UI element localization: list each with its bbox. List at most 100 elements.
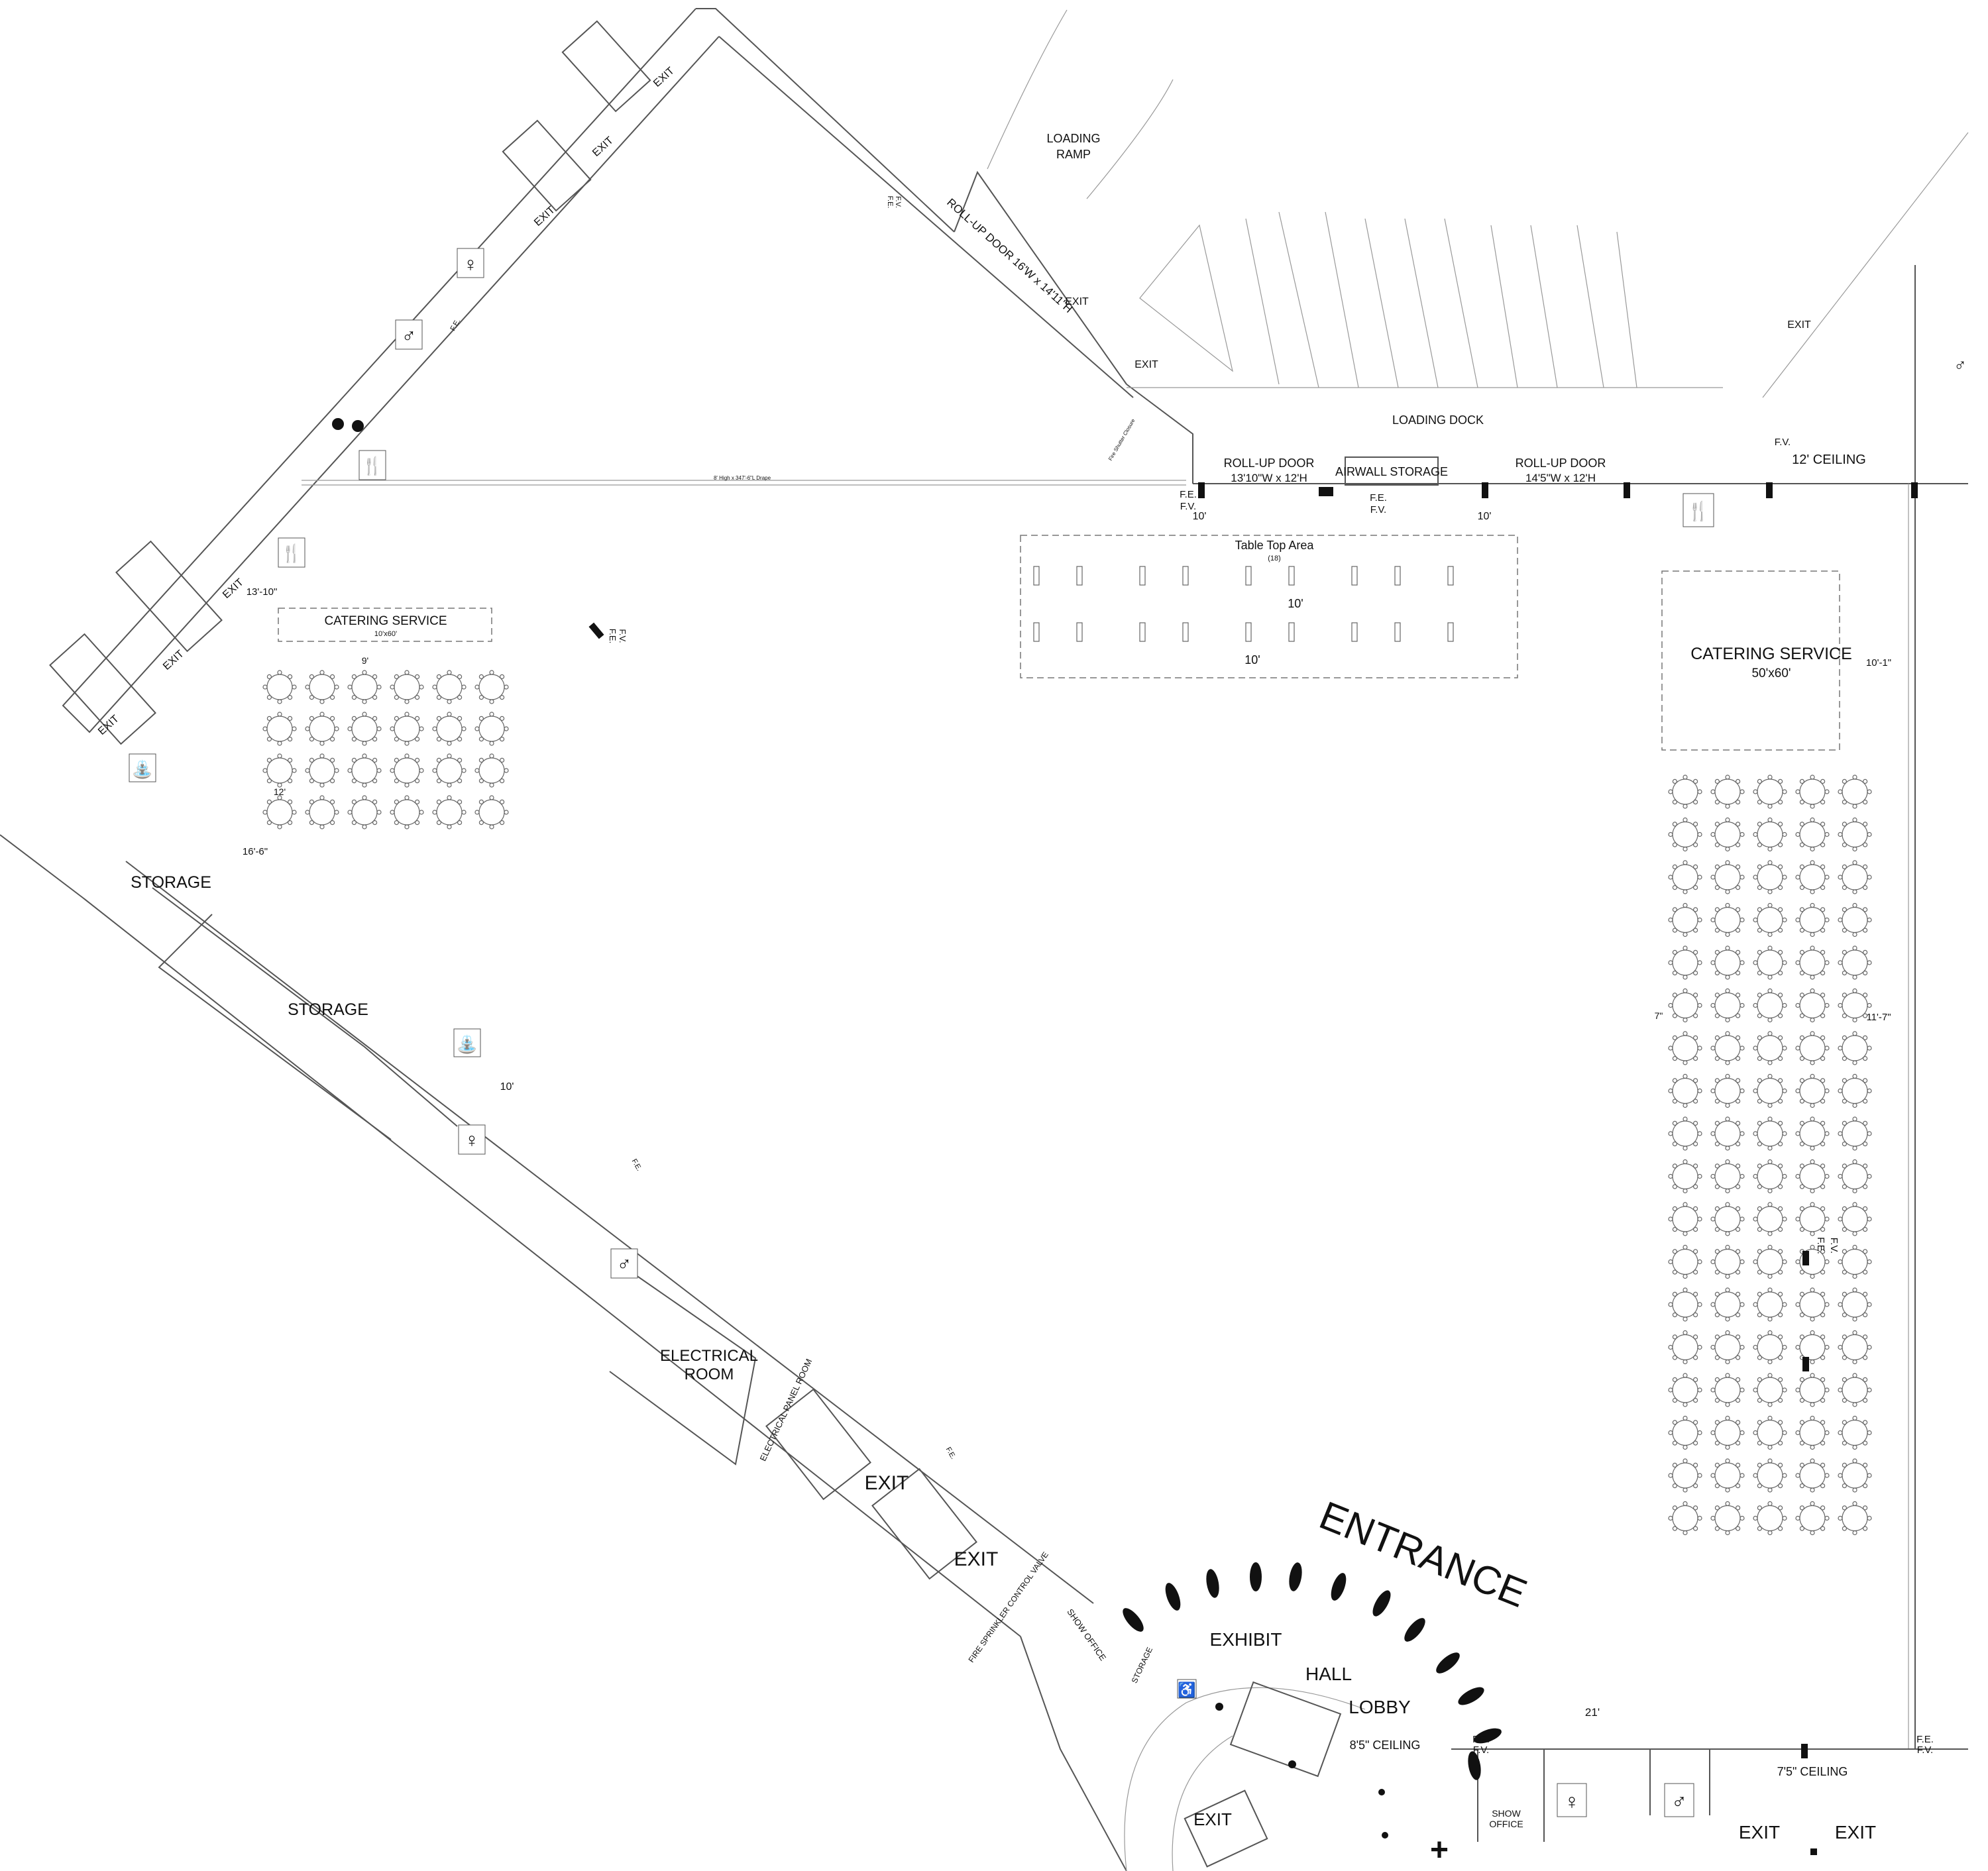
round-table xyxy=(1710,775,1745,809)
svg-text:♀: ♀ xyxy=(465,1130,480,1151)
round-table xyxy=(390,795,424,829)
round-table xyxy=(1668,1073,1702,1108)
dining-icon: 🍴 xyxy=(359,450,386,480)
dim-11-7: 11'-7" xyxy=(1866,1012,1891,1023)
exit-label-sw: EXIT xyxy=(865,1472,909,1494)
round-table xyxy=(1710,902,1745,937)
round-table xyxy=(474,670,509,704)
fire-extinguisher-icon xyxy=(588,622,604,639)
rollup-door-2-title: ROLL-UP DOOR xyxy=(1516,456,1606,470)
exit-label-lobby: EXIT xyxy=(1193,1809,1232,1829)
round-table xyxy=(1795,1287,1830,1322)
round-table xyxy=(305,795,339,829)
round-table xyxy=(1795,860,1830,894)
round-table xyxy=(474,753,509,788)
exit-label: EXIT xyxy=(1787,319,1811,331)
male-restroom-icon: ♂ xyxy=(1954,355,1967,375)
round-table xyxy=(1710,1116,1745,1151)
round-table xyxy=(432,670,467,704)
svg-text:⛲: ⛲ xyxy=(132,759,153,780)
svg-text:♿: ♿ xyxy=(1178,1682,1195,1698)
round-table xyxy=(1710,945,1745,980)
round-table xyxy=(1668,817,1702,852)
round-table xyxy=(1668,945,1702,980)
round-table xyxy=(1795,817,1830,852)
round-table xyxy=(1668,1244,1702,1279)
walls xyxy=(0,8,1969,1871)
round-table xyxy=(1753,1415,1787,1450)
fire-extinguisher-icon xyxy=(1319,487,1333,496)
round-table xyxy=(1668,1501,1702,1536)
svg-text:♂: ♂ xyxy=(1954,355,1967,375)
round-table xyxy=(1795,1159,1830,1194)
round-table xyxy=(1710,1330,1745,1365)
round-table xyxy=(1753,1202,1787,1236)
round-table xyxy=(1710,1458,1745,1493)
round-table xyxy=(262,795,297,829)
exit-label: EXIT xyxy=(221,576,246,601)
svg-text:♀: ♀ xyxy=(1564,1790,1580,1813)
electrical-room-label-2: ROOM xyxy=(685,1365,734,1383)
round-table xyxy=(262,712,297,746)
round-table xyxy=(1795,1330,1830,1365)
round-table xyxy=(305,753,339,788)
fe-label: F.E. xyxy=(1370,492,1387,504)
dim-10: 10' xyxy=(1478,511,1492,522)
round-table xyxy=(1838,945,1872,980)
round-table xyxy=(1838,988,1872,1023)
dim-21: 21' xyxy=(1585,1706,1600,1719)
round-table xyxy=(1668,1031,1702,1065)
round-table xyxy=(1795,1501,1830,1536)
round-table xyxy=(1753,817,1787,852)
dim-10-sw: 10' xyxy=(500,1081,514,1093)
catering-small-area xyxy=(278,608,492,642)
round-table xyxy=(347,712,382,746)
dim-7: 7" xyxy=(1655,1010,1663,1021)
svg-text:♀: ♀ xyxy=(463,254,478,276)
table-top-area-label: Table Top Area xyxy=(1235,539,1315,552)
round-table xyxy=(1838,1330,1872,1365)
storage-small-label: STORAGE xyxy=(1130,1646,1154,1685)
dining-icon: 🍴 xyxy=(278,537,305,568)
round-table xyxy=(1668,775,1702,809)
round-table xyxy=(1668,1159,1702,1194)
show-office-label-1: SHOW xyxy=(1492,1808,1521,1819)
fe-label: F.E. xyxy=(1916,1734,1934,1745)
round-table xyxy=(390,670,424,704)
catering-large-title: CATERING SERVICE xyxy=(1690,645,1852,663)
svg-text:♂: ♂ xyxy=(617,1254,632,1275)
dim-10: 10' xyxy=(1244,653,1260,667)
male-restroom-icon: ♂ xyxy=(610,1248,638,1279)
exhibit-label: EXHIBIT xyxy=(1210,1629,1282,1650)
round-table xyxy=(1753,1073,1787,1108)
round-table xyxy=(1710,1244,1745,1279)
dining-icon: 🍴 xyxy=(1683,493,1714,527)
female-restroom-icon: ♀ xyxy=(457,248,484,278)
svg-text:♂: ♂ xyxy=(402,325,417,347)
show-office-label: SHOW OFFICE xyxy=(1065,1607,1108,1663)
round-table xyxy=(432,753,467,788)
right-seating-block xyxy=(1668,775,1872,1536)
table-top-area-box xyxy=(1020,535,1518,678)
fe-label: F.E. xyxy=(449,317,462,332)
catering-large-size: 50'x60' xyxy=(1751,667,1791,680)
round-table xyxy=(1838,902,1872,937)
round-table xyxy=(1710,1287,1745,1322)
fv-label: F.V. xyxy=(1828,1238,1840,1254)
exit-label: EXIT xyxy=(1065,296,1089,307)
round-table xyxy=(1710,817,1745,852)
column-markers xyxy=(1198,482,1918,1855)
exit-label: EXIT xyxy=(1134,359,1158,370)
round-table xyxy=(474,795,509,829)
round-table xyxy=(1668,1458,1702,1493)
round-table xyxy=(1753,902,1787,937)
round-table xyxy=(1668,860,1702,894)
round-table xyxy=(1710,1373,1745,1407)
round-table xyxy=(1795,945,1830,980)
fv-label: F.V. xyxy=(1370,504,1386,515)
round-table xyxy=(1795,1458,1830,1493)
round-table xyxy=(1838,860,1872,894)
dim-12: 12' xyxy=(274,786,286,797)
round-table xyxy=(1668,1116,1702,1151)
